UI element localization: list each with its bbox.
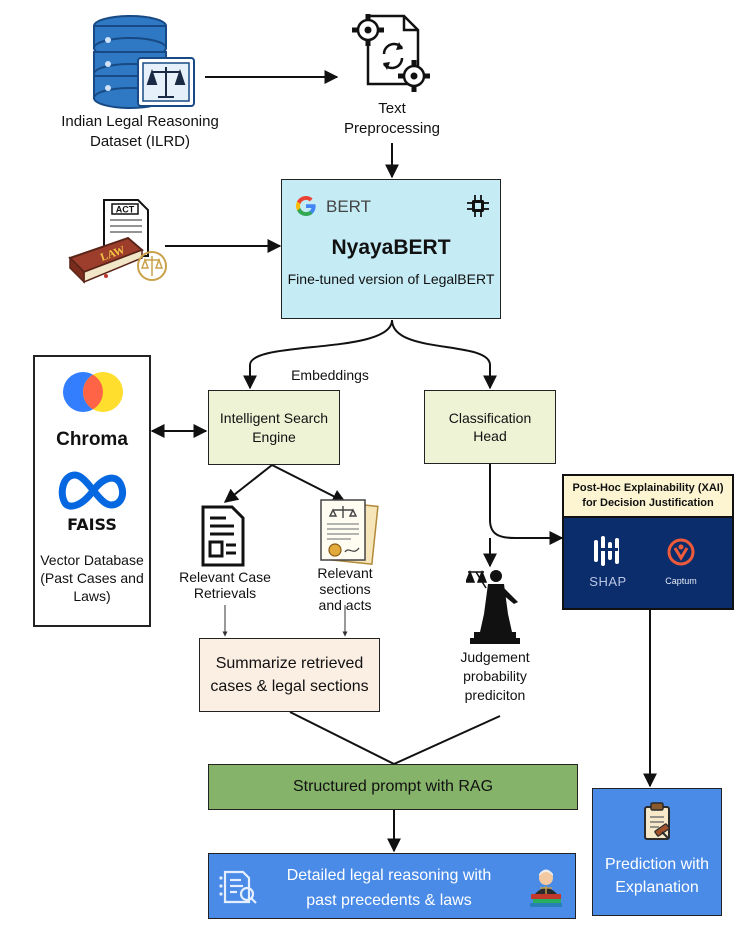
shap-logo-icon (592, 534, 624, 568)
xai-title-line2: for Decision Justification (582, 497, 714, 509)
sections-acts-line2: sections (319, 581, 371, 598)
prediction-line1: Prediction with (604, 856, 710, 873)
intelligent-search-engine-box: Intelligent Search Engine (208, 390, 340, 465)
classification-head-box: Classification Head (424, 390, 556, 464)
connector-summarize-to-rag (289, 711, 395, 765)
law-book-icon: ACT LAW (68, 196, 168, 292)
summarize-line2: cases & legal sections (210, 678, 369, 695)
lady-justice-icon (464, 566, 524, 646)
dataset-label: Indian Legal Reasoning Dataset (ILRD) (40, 112, 240, 151)
structured-prompt-label: Structured prompt with RAG (292, 778, 494, 795)
prediction-text: Prediction with Explanation (593, 853, 721, 899)
chroma-logo-icon (61, 369, 125, 415)
arrow-bert-to-classification (391, 319, 497, 390)
judge-books-icon (525, 866, 567, 908)
xai-title-line1: Post-Hoc Explainability (XAI) (572, 482, 724, 495)
chroma-label: Chroma (56, 429, 128, 450)
vector-db-caption-line3: Laws) (73, 588, 111, 605)
summarize-box: Summarize retrieved cases & legal sectio… (199, 638, 380, 712)
judgement-line3: prediciton (464, 686, 526, 703)
clipboard-gavel-icon (637, 799, 677, 843)
act-label: ACT (116, 205, 135, 215)
sections-acts-line3: and acts (318, 597, 372, 614)
judgement-line2: probability (463, 667, 527, 684)
google-g-icon (294, 194, 318, 218)
preprocess-label-line1: Text (378, 100, 406, 117)
dataset-label-line2: Dataset (ILRD) (89, 132, 191, 150)
legal-certificate-icon (313, 498, 383, 566)
case-document-icon (200, 504, 246, 568)
arrow-bert-to-search (243, 319, 393, 390)
arrow-search-to-sections (271, 464, 347, 503)
sections-acts-line1: Relevant (317, 565, 373, 581)
case-retrievals-line1: Relevant Case (179, 569, 271, 585)
shap-label: SHAP (589, 574, 627, 589)
search-engine-line1: Intelligent Search (219, 410, 329, 427)
vector-db-caption: Vector Database (Past Cases and Laws) (35, 551, 149, 606)
dataset-label-line1: Indian Legal Reasoning (61, 113, 219, 130)
document-search-icon (219, 868, 259, 906)
database-icon (88, 12, 198, 112)
faiss-label: FAISS (67, 515, 117, 534)
search-engine-line2: Engine (252, 428, 296, 445)
case-retrievals-label: Relevant Case Retrievals (165, 569, 285, 601)
arrow-search-to-case (223, 464, 273, 503)
case-retrievals-line2: Retrievals (193, 585, 257, 602)
document-gears-icon (352, 8, 434, 92)
embeddings-label: Embeddings (291, 367, 369, 383)
classification-line1: Classification (448, 409, 532, 426)
chip-icon (465, 193, 491, 219)
reasoning-output-box: Detailed legal reasoning with past prece… (208, 853, 576, 919)
nyayabert-subtitle: Fine-tuned version of LegalBERT (287, 271, 495, 287)
judgement-line1: Judgement (460, 649, 530, 665)
judgement-label: Judgement probability prediciton (445, 648, 545, 705)
reasoning-line2: past precedents & laws (306, 891, 472, 909)
vector-database-panel: Chroma FAISS Vector Database (Past Cases… (33, 355, 151, 627)
bert-label: BERT (326, 197, 372, 216)
classification-line2: Head (473, 428, 507, 444)
nyayabert-title: NyayaBERT (331, 236, 451, 259)
nyayabert-box: BERT NyayaBERT Fine-tuned version of Leg… (281, 179, 501, 319)
xai-header: Post-Hoc Explainability (XAI) for Decisi… (564, 476, 732, 518)
prediction-box: Prediction with Explanation (592, 788, 722, 916)
captum-label: Captum (665, 576, 697, 586)
prediction-line2: Explanation (615, 879, 699, 897)
sections-acts-label: Relevant sections and acts (295, 565, 395, 613)
preprocess-label: Text Preprocessing (322, 99, 462, 138)
meta-infinity-icon (55, 469, 131, 511)
connector-judgement-to-rag (393, 715, 501, 765)
summarize-line1: Summarize retrieved (215, 654, 364, 672)
vector-db-caption-line2: (Past Cases and (40, 570, 144, 587)
reasoning-line1: Detailed legal reasoning with (286, 867, 492, 884)
arrow-class-to-xai (489, 464, 564, 545)
captum-logo-icon (667, 538, 695, 566)
preprocess-label-line2: Preprocessing (344, 119, 440, 137)
reasoning-text: Detailed legal reasoning with past prece… (259, 864, 519, 914)
structured-prompt-box: Structured prompt with RAG (208, 764, 578, 810)
xai-panel: Post-Hoc Explainability (XAI) for Decisi… (562, 474, 734, 610)
vector-db-caption-line1: Vector Database (40, 552, 144, 568)
